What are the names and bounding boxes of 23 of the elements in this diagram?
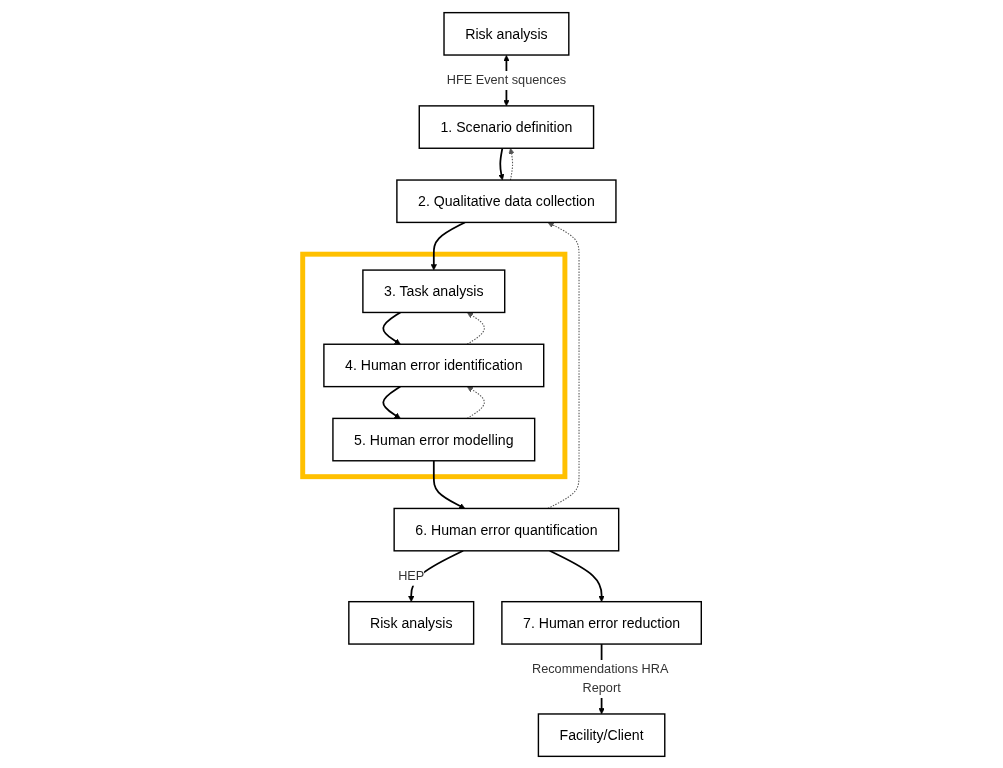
node-box: 4. Human error identification — [322, 343, 544, 387]
edge-label: HFE Event squences — [446, 72, 566, 87]
node-box: Risk analysis — [442, 11, 570, 56]
node-box: 5. Human error modelling — [331, 417, 535, 461]
arrow — [466, 311, 485, 345]
arrow — [548, 549, 605, 602]
edge-label: Recommendations HRA Report — [531, 661, 668, 695]
edge-label: HEP — [397, 568, 424, 583]
node-box: 3. Task analysis — [361, 268, 505, 313]
arrow — [466, 385, 485, 419]
arrow — [432, 459, 465, 509]
node-box: 6. Human error quantification — [392, 507, 619, 552]
node-box: Risk analysis — [347, 600, 474, 645]
node-box: 2. Qualitative data collection — [395, 178, 617, 223]
arrow — [497, 146, 504, 180]
arrow — [381, 311, 401, 345]
node-box: 7. Human error reduction — [500, 600, 702, 645]
arrow — [381, 385, 401, 419]
arrow — [546, 221, 580, 509]
node-box: Facility/Client — [537, 712, 665, 757]
cluster — [299, 251, 567, 479]
arrow — [430, 221, 466, 270]
node-box: 1. Scenario definition — [418, 104, 594, 149]
